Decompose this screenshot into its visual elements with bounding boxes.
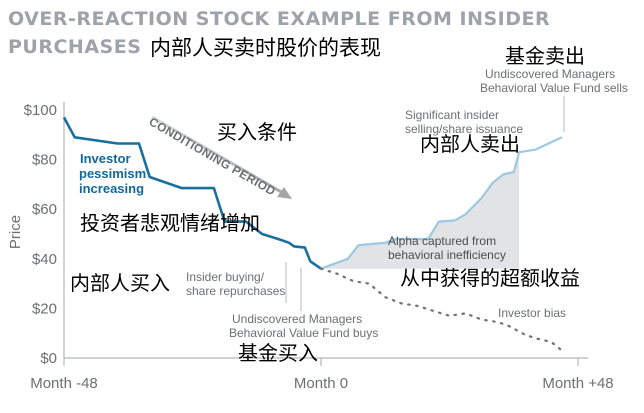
fund-sells-label-line-2: Behavioral Value Fund sells bbox=[480, 81, 628, 95]
overlay-fund-buy-zh: 基金买入 bbox=[238, 341, 318, 365]
fund-buys-label-line-2: Behavioral Value Fund buys bbox=[229, 326, 378, 340]
y-tick-label: $80 bbox=[32, 152, 57, 169]
series-investor-bias-point bbox=[497, 321, 498, 322]
chart-title-line-2: PURCHASES bbox=[8, 36, 141, 58]
y-tick-label: $40 bbox=[32, 251, 57, 268]
insider-selling-label-line-2: selling/share issuance bbox=[405, 122, 523, 136]
overlay-conditions-zh: 买入条件 bbox=[217, 120, 297, 144]
fund-buys-label-line-1: Undiscovered Managers bbox=[232, 312, 362, 326]
insider-buying-label-line-1: Insider buying/ bbox=[186, 270, 265, 284]
alpha-captured-area bbox=[321, 152, 520, 269]
overlay-title-zh: 内部人买卖时股价的表现 bbox=[150, 36, 381, 60]
x-tick-label: Month -48 bbox=[30, 375, 98, 392]
conditioning-period-arrow-shaft bbox=[151, 115, 284, 195]
series-pre-purchase-line bbox=[62, 116, 322, 270]
overlay-insider-sell-zh: 内部人卖出 bbox=[420, 132, 520, 156]
overlay-insider-buy-zh: 内部人买入 bbox=[70, 271, 170, 295]
overlay-pessimism-zh: 投资者悲观情绪增加 bbox=[80, 211, 260, 235]
overlay-alpha-zh: 从中获得的超额收益 bbox=[400, 266, 580, 290]
x-tick-label: Month 0 bbox=[294, 375, 348, 392]
alpha-label-line-1: Alpha captured from bbox=[388, 234, 496, 248]
y-axis-label: Price bbox=[7, 215, 24, 249]
overlay-fund-sell-zh: 基金卖出 bbox=[505, 44, 585, 68]
series-post-purchase-line bbox=[320, 136, 563, 270]
chart-title-line-1: OVER-REACTION STOCK EXAMPLE FROM INSIDER bbox=[8, 8, 550, 30]
y-tick-label: $60 bbox=[32, 201, 57, 218]
y-tick-label: $0 bbox=[40, 350, 57, 367]
fund-sells-label-line-1: Undiscovered Managers bbox=[485, 67, 615, 81]
y-tick-label: $20 bbox=[32, 300, 57, 317]
investor-pessimism-label-line-1: Investor bbox=[80, 151, 131, 166]
insider-buying-label-line-2: share repurchases bbox=[186, 284, 285, 298]
investor-pessimism-label-line-2: pessimism bbox=[79, 166, 146, 181]
series-investor-bias-point bbox=[551, 341, 552, 342]
series-investor-bias-point bbox=[535, 338, 536, 339]
x-tick-label: Month +48 bbox=[542, 375, 613, 392]
series-investor-bias-point bbox=[561, 350, 562, 351]
investor-pessimism-label-line-3: increasing bbox=[79, 181, 144, 196]
series-investor-bias-point bbox=[465, 313, 466, 314]
investor-bias-label: Investor bias bbox=[498, 306, 566, 320]
alpha-label-line-2: behavioral inefficiency bbox=[388, 248, 506, 262]
conditioning-period-arrow-head bbox=[277, 187, 292, 199]
y-tick-label: $100 bbox=[24, 102, 57, 119]
insider-selling-label-line-1: Significant insider bbox=[405, 108, 499, 122]
series-investor-bias-point bbox=[481, 319, 482, 320]
